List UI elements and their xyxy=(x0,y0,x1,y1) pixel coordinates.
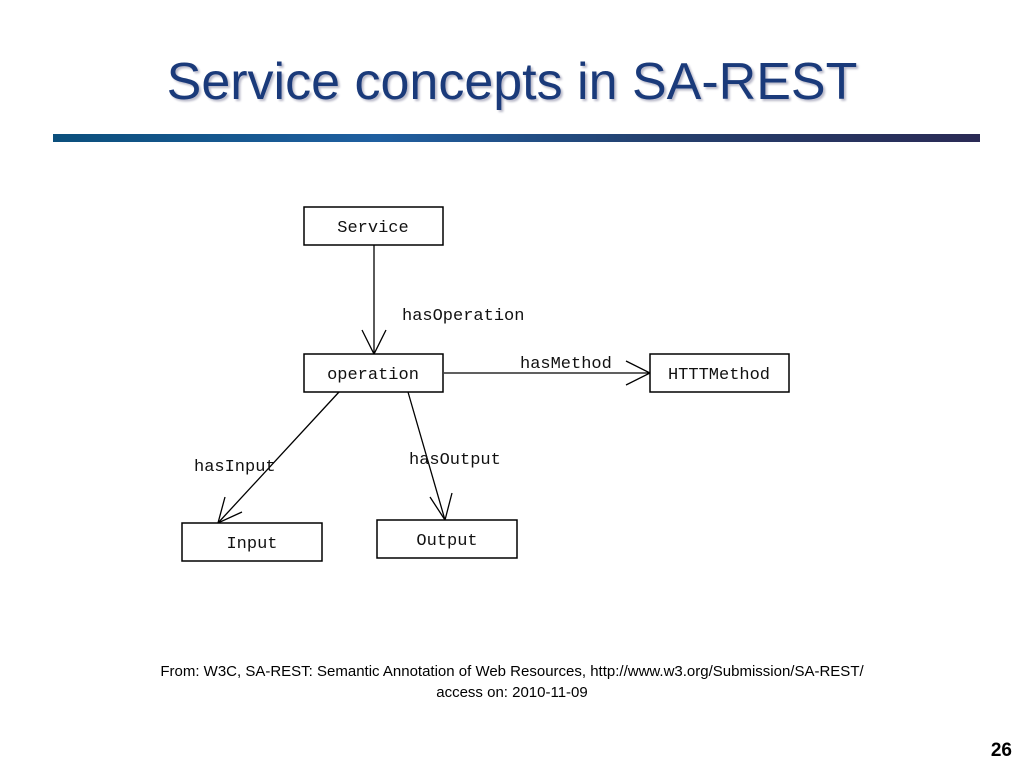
node-httpmethod: HTTTMethod xyxy=(649,353,790,393)
slide-title: Service concepts in SA-REST xyxy=(166,53,858,111)
source-caption: From: W3C, SA-REST: Semantic Annotation … xyxy=(0,661,1024,703)
edge-has-operation xyxy=(361,245,387,356)
title-divider xyxy=(53,134,980,142)
edge-label-has-operation: hasOperation xyxy=(402,307,524,326)
node-service-label: Service xyxy=(337,219,408,238)
page-number: 26 xyxy=(990,740,1012,761)
node-input: Input xyxy=(181,522,323,562)
node-output-label: Output xyxy=(416,532,477,551)
node-input-label: Input xyxy=(226,535,277,554)
edge-label-has-output: hasOutput xyxy=(409,451,501,470)
node-operation: operation xyxy=(303,353,444,393)
node-output: Output xyxy=(376,519,518,559)
edge-label-has-input: hasInput xyxy=(194,458,276,477)
node-operation-label: operation xyxy=(327,366,419,385)
edge-label-has-method: hasMethod xyxy=(520,355,612,374)
node-httpmethod-label: HTTTMethod xyxy=(668,366,770,385)
node-service: Service xyxy=(303,206,444,246)
access-date: access on: 2010-11-09 xyxy=(436,684,588,701)
source-citation: From: W3C, SA-REST: Semantic Annotation … xyxy=(160,663,864,680)
